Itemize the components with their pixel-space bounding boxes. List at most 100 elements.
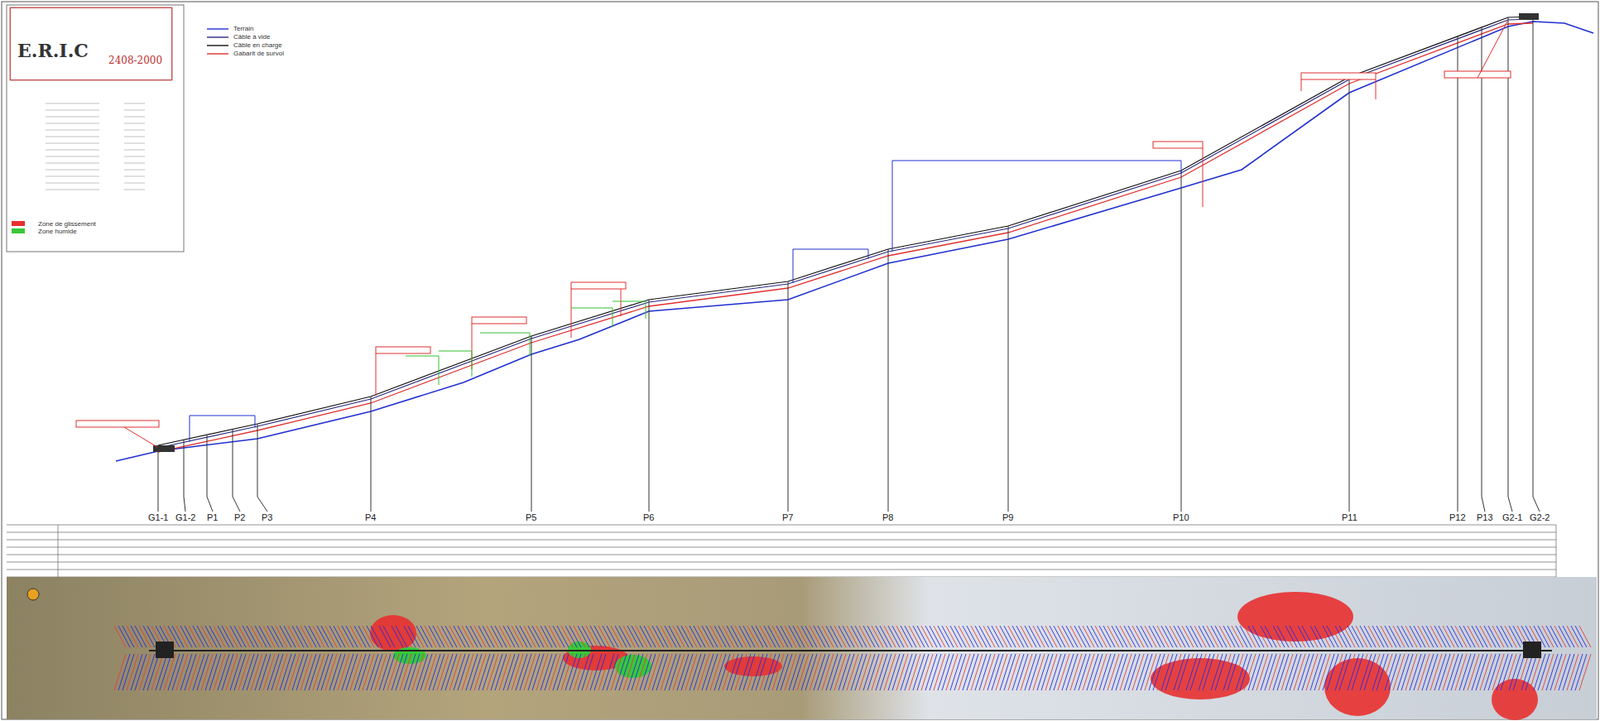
table-rule bbox=[1556, 524, 1557, 577]
pylon-line bbox=[1457, 36, 1459, 512]
pylon-line bbox=[787, 281, 789, 512]
legend-text: Câble à vide bbox=[233, 33, 270, 41]
pylon-line bbox=[1181, 170, 1182, 512]
legend-line bbox=[206, 44, 229, 46]
station-plan bbox=[1523, 641, 1542, 659]
pylon-label: G1-1 bbox=[147, 512, 169, 523]
red-callout bbox=[1444, 71, 1511, 78]
red-leader bbox=[620, 288, 622, 317]
pylon-label: P1 bbox=[206, 512, 219, 523]
pylon-line bbox=[1508, 17, 1513, 512]
red-leader bbox=[1301, 79, 1303, 92]
drawing-number: 2408-2000 bbox=[108, 54, 163, 67]
ground-line bbox=[115, 21, 1594, 462]
param-line bbox=[124, 163, 145, 164]
pylon-line bbox=[370, 396, 372, 512]
red-leader bbox=[124, 427, 158, 447]
red-callout bbox=[471, 317, 527, 324]
param-line bbox=[45, 136, 100, 138]
table-rule bbox=[6, 532, 1557, 534]
param-line bbox=[124, 129, 145, 131]
title-block: E.R.I.C2408-2000 bbox=[9, 7, 173, 81]
pylon-label: P13 bbox=[1475, 512, 1495, 523]
pylon-line bbox=[232, 429, 241, 513]
pylon-label: P7 bbox=[781, 512, 794, 523]
legend-line bbox=[206, 28, 229, 29]
param-line bbox=[45, 189, 100, 191]
green-step bbox=[571, 307, 613, 327]
green-step bbox=[480, 332, 530, 356]
table-rule bbox=[6, 569, 1557, 571]
legend-text: Zone de glissement bbox=[38, 220, 97, 228]
param-line bbox=[45, 110, 100, 111]
span-bracket bbox=[189, 415, 255, 443]
legend-text: Câble en charge bbox=[233, 41, 283, 49]
param-line bbox=[124, 123, 145, 125]
pylon-line bbox=[1481, 27, 1485, 512]
red-callout bbox=[1301, 72, 1376, 80]
pylon-label: P9 bbox=[1001, 512, 1014, 523]
param-line bbox=[45, 176, 100, 178]
pylon-label: G1-2 bbox=[174, 512, 197, 523]
table-rule bbox=[6, 547, 1557, 548]
pylon-line bbox=[158, 445, 159, 512]
pylon-line bbox=[1008, 225, 1010, 512]
hatch bbox=[1579, 625, 1591, 648]
param-line bbox=[45, 129, 100, 131]
red-leader bbox=[1202, 148, 1204, 207]
red-leader bbox=[571, 288, 572, 338]
param-line bbox=[45, 116, 100, 118]
pylon-label: P12 bbox=[1448, 512, 1467, 523]
legend-line bbox=[206, 36, 229, 38]
pylon-label: P11 bbox=[1340, 512, 1359, 523]
red-callout bbox=[571, 282, 626, 289]
param-line bbox=[45, 163, 100, 164]
table-rule bbox=[6, 562, 1557, 563]
param-line bbox=[124, 136, 145, 138]
param-line bbox=[124, 110, 145, 111]
param-line bbox=[45, 169, 100, 171]
param-line bbox=[124, 156, 145, 158]
pylon-line bbox=[1349, 76, 1351, 512]
cable-line bbox=[158, 16, 1533, 446]
pylon-label: G2-2 bbox=[1528, 512, 1551, 523]
red-callout bbox=[76, 420, 159, 428]
pylon-label: P3 bbox=[260, 512, 274, 523]
param-line bbox=[124, 103, 145, 105]
red-callout bbox=[1153, 141, 1203, 149]
param-line bbox=[45, 103, 100, 105]
param-line bbox=[124, 189, 145, 191]
red-leader bbox=[1375, 79, 1377, 100]
pylon-label: G2-1 bbox=[1501, 512, 1524, 523]
legend-swatch bbox=[11, 228, 25, 234]
slide-zone bbox=[1237, 591, 1354, 642]
slide-zone bbox=[369, 615, 417, 652]
green-step bbox=[612, 301, 646, 319]
pylon-line bbox=[648, 299, 650, 512]
green-step bbox=[438, 350, 472, 377]
param-line bbox=[45, 182, 100, 184]
param-line bbox=[45, 149, 100, 151]
red-callout bbox=[375, 346, 431, 354]
red-leader bbox=[375, 353, 377, 396]
param-line bbox=[124, 143, 145, 145]
station-top bbox=[1518, 13, 1539, 20]
table-rule bbox=[6, 524, 1557, 526]
station-plan bbox=[155, 641, 174, 659]
pylon-line bbox=[257, 423, 268, 512]
pylon-label: P10 bbox=[1172, 512, 1191, 523]
sun-icon bbox=[27, 588, 39, 601]
legend-text: Terrain bbox=[233, 24, 254, 33]
pylon-label: P4 bbox=[364, 512, 377, 523]
param-line bbox=[124, 149, 145, 151]
empty-cable bbox=[158, 19, 1533, 448]
span-bracket bbox=[792, 249, 869, 284]
param-line bbox=[45, 143, 100, 145]
pylon-line bbox=[206, 434, 213, 512]
param-line bbox=[124, 169, 145, 171]
table-rule bbox=[57, 524, 59, 577]
param-line bbox=[124, 176, 145, 178]
legend-text: Zone humide bbox=[38, 227, 77, 236]
pylon-line bbox=[531, 336, 533, 512]
